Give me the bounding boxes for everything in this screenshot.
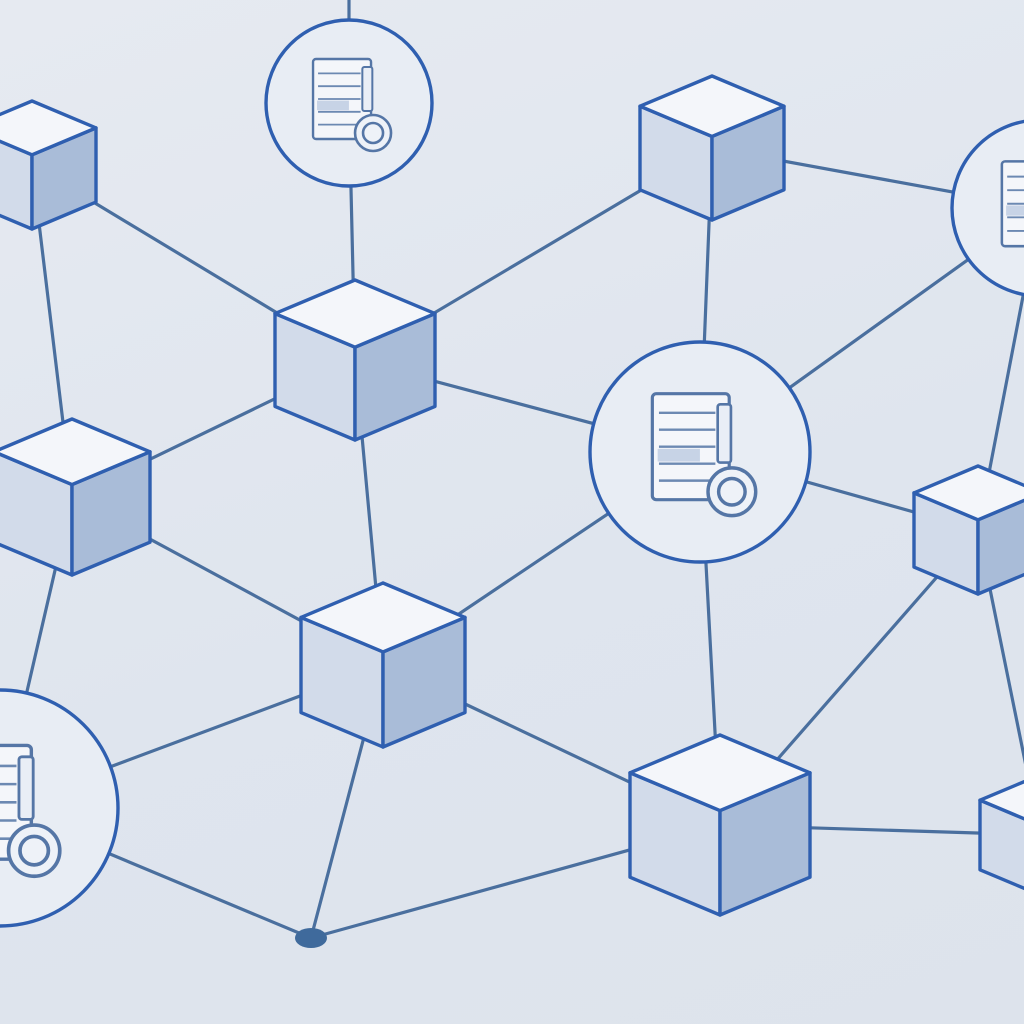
junction-1 bbox=[295, 928, 327, 948]
document-4 bbox=[0, 688, 120, 928]
document-icon bbox=[650, 392, 758, 518]
block-6 bbox=[912, 464, 1024, 596]
document-1 bbox=[264, 18, 434, 188]
seal-icon bbox=[353, 113, 393, 153]
document-icon bbox=[1000, 160, 1024, 248]
block-5 bbox=[299, 581, 467, 749]
block-8 bbox=[978, 779, 1024, 891]
seal-icon bbox=[706, 466, 758, 518]
document-icon bbox=[0, 743, 62, 879]
document-3 bbox=[588, 340, 812, 564]
block-4-top-face bbox=[0, 417, 152, 487]
seal-icon bbox=[6, 823, 62, 879]
document-2 bbox=[950, 119, 1024, 297]
block-3-top-face bbox=[638, 74, 786, 139]
block-4 bbox=[0, 417, 152, 577]
block-2-top-face bbox=[273, 278, 437, 349]
block-7 bbox=[628, 733, 812, 917]
block-1-top-face bbox=[0, 99, 98, 157]
block-7-top-face bbox=[628, 733, 812, 813]
block-1 bbox=[0, 99, 98, 231]
edges-layer bbox=[0, 0, 1024, 940]
document-icon bbox=[311, 57, 393, 153]
block-6-top-face bbox=[912, 464, 1024, 522]
block-2 bbox=[273, 278, 437, 442]
nodes-layer bbox=[0, 18, 1024, 948]
block-3 bbox=[638, 74, 786, 222]
block-5-top-face bbox=[299, 581, 467, 654]
block-8-top-face bbox=[978, 779, 1024, 821]
